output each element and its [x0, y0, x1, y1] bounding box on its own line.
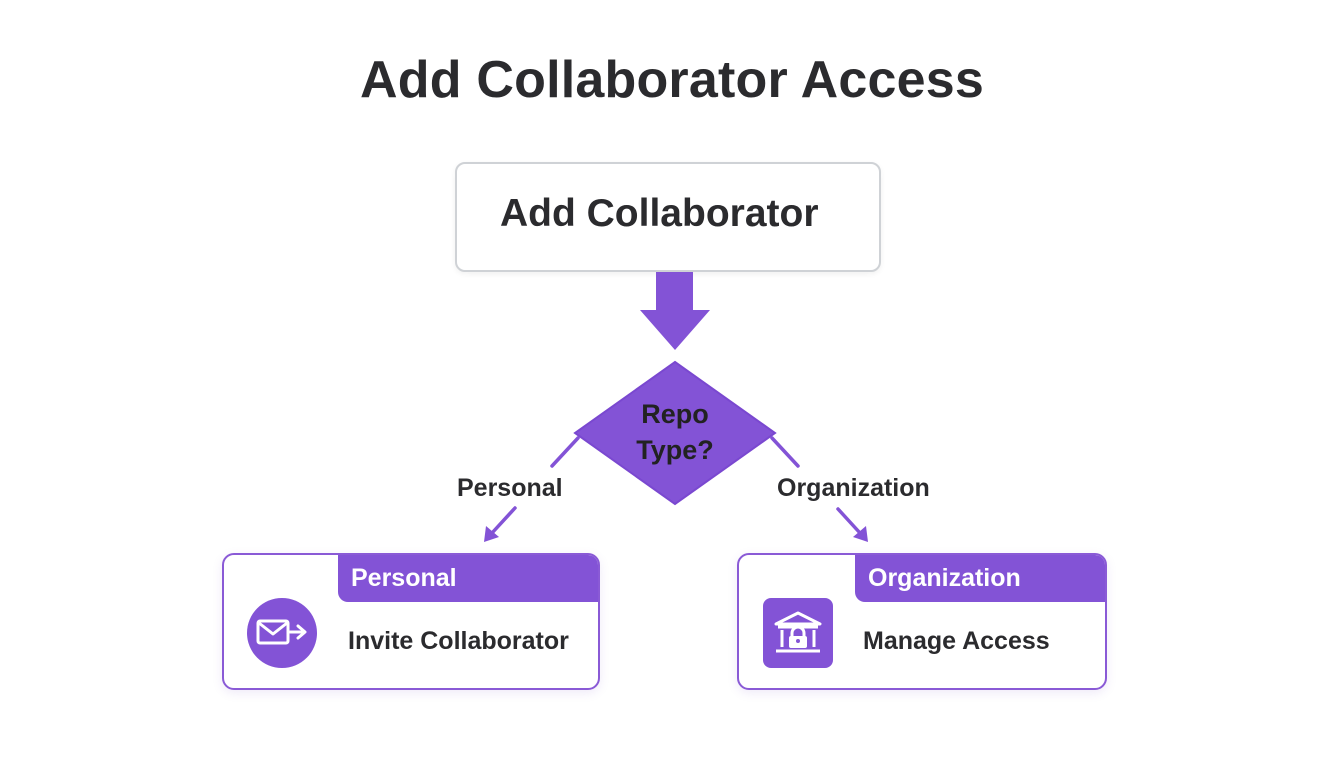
start-node-label: Add Collaborator: [500, 192, 819, 235]
personal-card-action: Invite Collaborator: [348, 627, 569, 655]
personal-card-tab: Personal: [338, 555, 598, 602]
organization-card: Organization Manage Access: [737, 553, 1107, 690]
left-connector-line: [550, 436, 580, 468]
decision-label-line1: Repo: [641, 399, 709, 429]
personal-card-tab-label: Personal: [351, 564, 457, 592]
decision-diamond: [573, 360, 777, 506]
right-arrow-line: [836, 507, 862, 535]
branch-label-organization: Organization: [777, 474, 930, 502]
mail-send-icon: [247, 598, 317, 668]
left-arrowhead-icon: [484, 526, 499, 542]
down-arrow-icon: [640, 272, 710, 350]
start-node-add-collaborator: Add Collaborator: [455, 162, 881, 272]
organization-card-tab-label: Organization: [868, 564, 1021, 592]
decision-label-line2: Type?: [636, 435, 714, 465]
bank-lock-icon: [763, 598, 833, 668]
organization-card-tab: Organization: [855, 555, 1105, 602]
organization-card-action: Manage Access: [863, 627, 1050, 655]
page-title: Add Collaborator Access: [360, 51, 984, 109]
personal-card: Personal Invite Collaborator: [222, 553, 600, 690]
decision-label: Repo Type?: [600, 396, 750, 468]
left-arrow-line: [490, 506, 517, 535]
right-arrowhead-icon: [853, 526, 868, 542]
branch-label-personal: Personal: [457, 474, 563, 502]
right-connector-line: [770, 436, 800, 468]
